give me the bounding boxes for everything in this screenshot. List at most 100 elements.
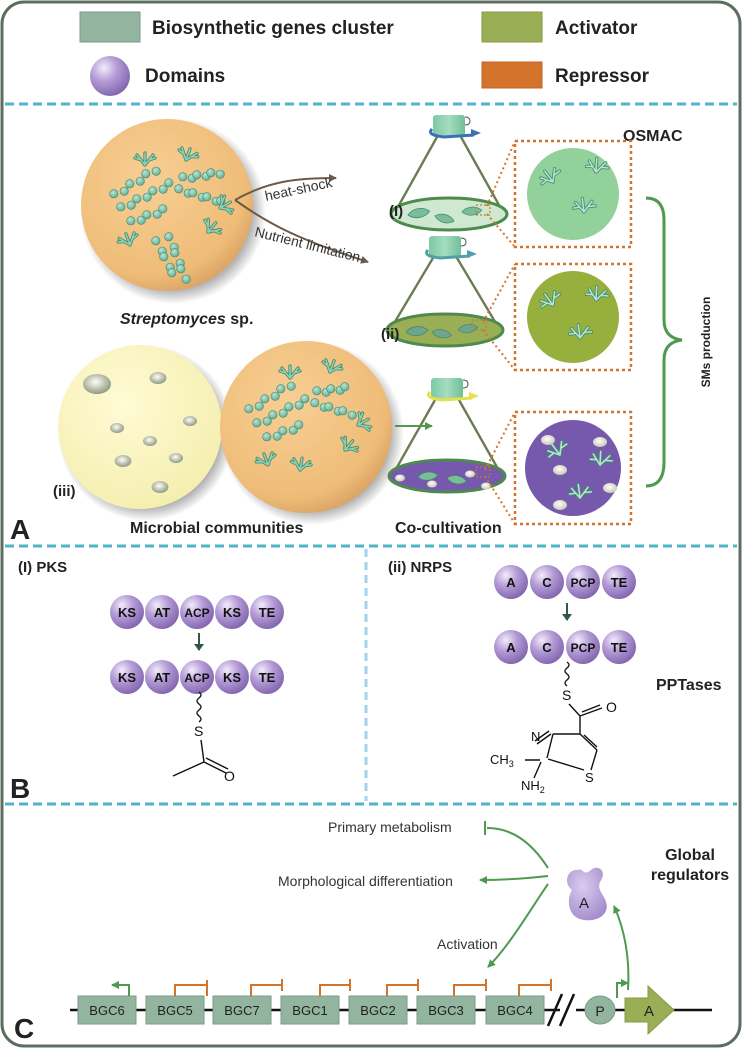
cell-bead xyxy=(294,420,304,430)
bgc-repression xyxy=(453,979,487,996)
domain-sphere xyxy=(180,660,214,694)
legend-activator-label: Activator xyxy=(555,18,638,39)
activator-protein xyxy=(566,867,607,921)
flask-culture xyxy=(385,312,505,348)
zoom-circle-2 xyxy=(527,271,619,363)
bgc-label: BGC3 xyxy=(428,1003,463,1018)
mycelium-tuft xyxy=(116,231,139,247)
domain-label: ACP xyxy=(184,671,209,685)
flask-culture xyxy=(389,196,509,232)
domain-sphere xyxy=(494,565,528,599)
cell-bead xyxy=(158,184,168,194)
cell-bead xyxy=(338,406,348,416)
domain-label: TE xyxy=(611,575,628,590)
pks-title: (I) PKS xyxy=(18,559,67,576)
culture-leaf xyxy=(446,475,468,485)
morphological-label: Morphological differentiation xyxy=(278,873,453,889)
flask-cap xyxy=(429,236,461,258)
bgc-label: BGC4 xyxy=(497,1003,532,1018)
streptomyces-colonies-2 xyxy=(244,358,373,472)
flask-cap xyxy=(431,378,463,400)
mycelium-tuft xyxy=(203,217,223,235)
bgc-box xyxy=(145,995,205,1025)
pks-oxygen: O xyxy=(224,768,235,784)
community-spores xyxy=(83,372,197,493)
zoom-mycelium xyxy=(584,284,610,302)
bgc-label: BGC1 xyxy=(292,1003,327,1018)
cell-bead xyxy=(178,172,188,182)
bgc-repression xyxy=(250,979,283,996)
panel-b-letter: B xyxy=(10,773,30,804)
cell-bead xyxy=(262,416,272,426)
cell-bead xyxy=(125,179,135,189)
legend-domain-sphere xyxy=(90,56,130,96)
zoom-spore xyxy=(603,483,617,493)
domain-sphere xyxy=(250,595,284,629)
legend: Biosynthetic genes cluster Activator Dom… xyxy=(79,11,650,96)
cell-bead xyxy=(142,210,152,220)
panel-c: Global regulators Primary metabolism Mor… xyxy=(14,819,729,1044)
culture-leaf xyxy=(405,326,429,336)
cell-bead xyxy=(244,404,254,414)
cocultivation-label: Co-cultivation xyxy=(395,520,502,537)
cell-bead xyxy=(286,381,296,391)
spore xyxy=(83,374,111,394)
flask-cap xyxy=(433,115,465,137)
flask-i-label: (I) xyxy=(389,203,403,220)
cell-bead xyxy=(132,194,142,204)
bgc-box xyxy=(348,995,408,1025)
streptomyces-plate xyxy=(81,119,253,291)
activator-protein-label: A xyxy=(579,895,589,912)
domain-sphere xyxy=(145,595,179,629)
mycelium-tuft xyxy=(289,456,313,472)
zoom-connector-2 xyxy=(482,263,516,371)
cell-bead xyxy=(202,192,212,202)
bgc-box xyxy=(77,995,137,1025)
zoom-mycelium xyxy=(567,482,593,500)
zoom-mycelium xyxy=(588,449,614,467)
spore xyxy=(169,453,183,463)
panel-c-letter: C xyxy=(14,1013,34,1044)
cell-bead xyxy=(324,402,334,412)
spore xyxy=(183,416,197,426)
mycelium-tuft xyxy=(340,435,360,453)
nrps-title: (ii) NRPS xyxy=(388,559,452,576)
microbial-label: Microbial communities xyxy=(130,520,303,537)
cell-bead xyxy=(206,168,216,178)
cell-bead xyxy=(326,384,336,394)
spore xyxy=(149,372,167,384)
cell-bead xyxy=(262,432,272,442)
cell-bead xyxy=(268,410,278,420)
flask-ii xyxy=(385,236,505,348)
zoom-mycelium xyxy=(571,196,597,214)
cell-bead xyxy=(174,184,184,194)
organism-label: Streptomyces sp. xyxy=(120,311,253,328)
cell-bead xyxy=(141,169,151,179)
cell-bead xyxy=(126,216,136,226)
bgc-repression xyxy=(386,979,419,996)
legend-repressor-swatch xyxy=(481,61,543,89)
bgc-box xyxy=(416,995,476,1025)
domain-label: A xyxy=(506,640,516,655)
activator-gene xyxy=(624,984,675,1036)
culture-spore xyxy=(481,482,491,490)
domain-label: TE xyxy=(259,670,276,685)
streptomyces-colonies xyxy=(109,146,235,284)
shake-arrow xyxy=(425,248,471,260)
shake-arrowhead xyxy=(469,392,479,400)
nrps-nitrogen: N xyxy=(531,729,540,744)
cell-bead xyxy=(126,200,136,210)
cell-bead xyxy=(312,386,322,396)
cell-bead xyxy=(276,384,286,394)
cell-bead xyxy=(260,394,270,404)
pks-wavy-linker xyxy=(196,691,202,723)
zoom-colonies xyxy=(539,156,617,510)
domain-sphere xyxy=(215,595,249,629)
culture-spore xyxy=(395,474,405,482)
zoom-box-2 xyxy=(513,262,633,372)
nrps-nh2: NH2 xyxy=(521,778,545,795)
pks-acyl-bonds xyxy=(172,739,229,777)
zoom-mycelium xyxy=(539,167,562,186)
domain-label: A xyxy=(506,575,516,590)
